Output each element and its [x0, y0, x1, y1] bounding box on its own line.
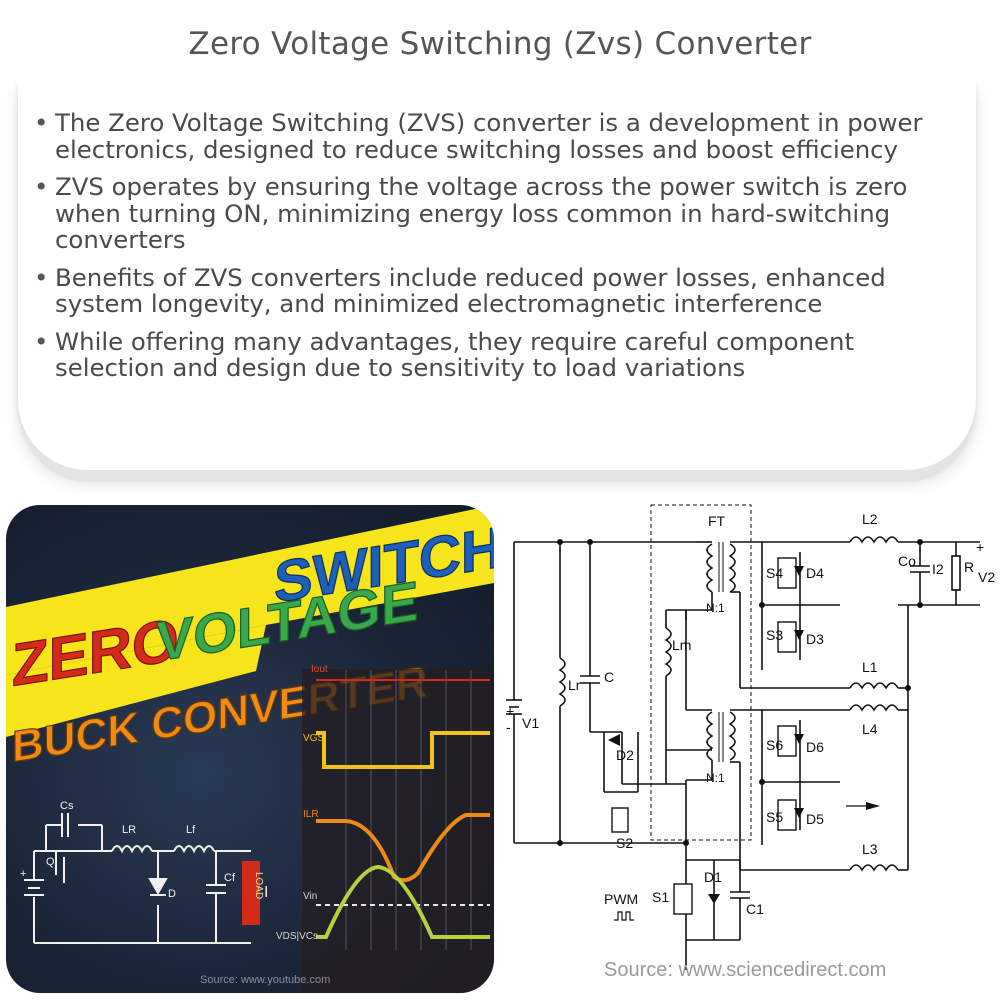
cf-label: Cf	[224, 872, 236, 884]
v1-minus-label: -	[506, 719, 511, 735]
i2-label: I2	[932, 561, 944, 577]
right-image-source: Source: www.sciencedirect.com	[604, 959, 886, 981]
cs-label: Cs	[60, 800, 74, 812]
buck-converter-illustration: ZERO VOLTAGE SWITCHING BUCK CONVERTER Io…	[6, 505, 494, 993]
d6-label: D6	[806, 739, 824, 755]
i-label: I	[264, 884, 268, 901]
s2-label: S2	[616, 835, 633, 851]
c-label: C	[604, 669, 614, 685]
load-block	[242, 861, 260, 925]
d-label: D	[168, 888, 176, 900]
n1-bottom-label: N:1	[706, 771, 725, 785]
ilr-waveform	[316, 813, 490, 883]
banner-yellow-strip	[6, 505, 494, 675]
lf-label: Lf	[186, 824, 196, 836]
pwm-label: PWM	[604, 891, 638, 907]
bullet-item: While offering many advantages, they req…	[34, 328, 954, 382]
bullet-item: Benefits of ZVS converters include reduc…	[34, 264, 954, 318]
q-label: Q	[46, 856, 55, 868]
buck-illustration-svg: ZERO VOLTAGE SWITCHING BUCK CONVERTER Io…	[6, 505, 494, 993]
v1-label: V1	[522, 715, 539, 731]
l4-label: L4	[862, 721, 878, 737]
l2-label: L2	[862, 511, 878, 527]
d1-label: D1	[704, 869, 722, 885]
s5-label: S5	[766, 809, 783, 825]
r-label: R	[964, 559, 974, 575]
lm-label: Lm	[672, 637, 691, 653]
buck-schematic	[24, 813, 251, 944]
ilr-label: ILR	[303, 809, 319, 820]
s3-label: S3	[766, 627, 783, 643]
plus-label: +	[20, 868, 26, 880]
pwm-waveform-icon	[614, 911, 634, 921]
left-image-source: Source: www.youtube.com	[200, 974, 330, 986]
co-label: Co	[898, 553, 916, 569]
bullet-list: The Zero Voltage Switching (ZVS) convert…	[34, 109, 954, 393]
zvs-schematic-svg: FT N:1 N:1 Lm Lr C V1 D2 S2 PWM S1 D1 C1…	[506, 504, 995, 981]
ft-label: FT	[708, 513, 726, 529]
iout-label: Iout	[311, 664, 328, 675]
v1-plus-label: +	[506, 703, 514, 719]
vgs-waveform	[316, 731, 490, 769]
vgs-label: VGS	[303, 733, 324, 744]
bullet-item: The Zero Voltage Switching (ZVS) convert…	[34, 109, 954, 163]
load-label: LOAD	[253, 872, 264, 899]
lr-label-right: Lr	[568, 677, 581, 693]
s1-label: S1	[652, 889, 669, 905]
bullet-item: ZVS operates by ensuring the voltage acr…	[34, 173, 954, 254]
d4-label: D4	[806, 565, 824, 581]
s4-label: S4	[766, 565, 783, 581]
n1-top-label: N:1	[706, 601, 725, 615]
banner-yellow-strip-lower	[6, 625, 266, 737]
waveform-panel: Iout VGS ILR Vin VDS|VCs	[276, 664, 494, 993]
lr-label: LR	[122, 824, 136, 836]
d5-label: D5	[806, 811, 824, 827]
v2-plus-label: +	[976, 539, 984, 555]
d2-label: D2	[616, 747, 634, 763]
l1-label: L1	[862, 659, 878, 675]
s6-label: S6	[766, 737, 783, 753]
vds-label: VDS|VCs	[276, 931, 318, 942]
zvs-schematic-diagram: FT N:1 N:1 Lm Lr C V1 D2 S2 PWM S1 D1 C1…	[500, 500, 996, 996]
vds-waveform	[316, 864, 490, 939]
vin-label: Vin	[303, 891, 317, 902]
l3-label: L3	[862, 841, 878, 857]
d3-label: D3	[806, 631, 824, 647]
page-title: Zero Voltage Switching (Zvs) Converter	[188, 26, 812, 62]
v2-label: V2	[978, 569, 995, 585]
c1-label: C1	[746, 901, 764, 917]
